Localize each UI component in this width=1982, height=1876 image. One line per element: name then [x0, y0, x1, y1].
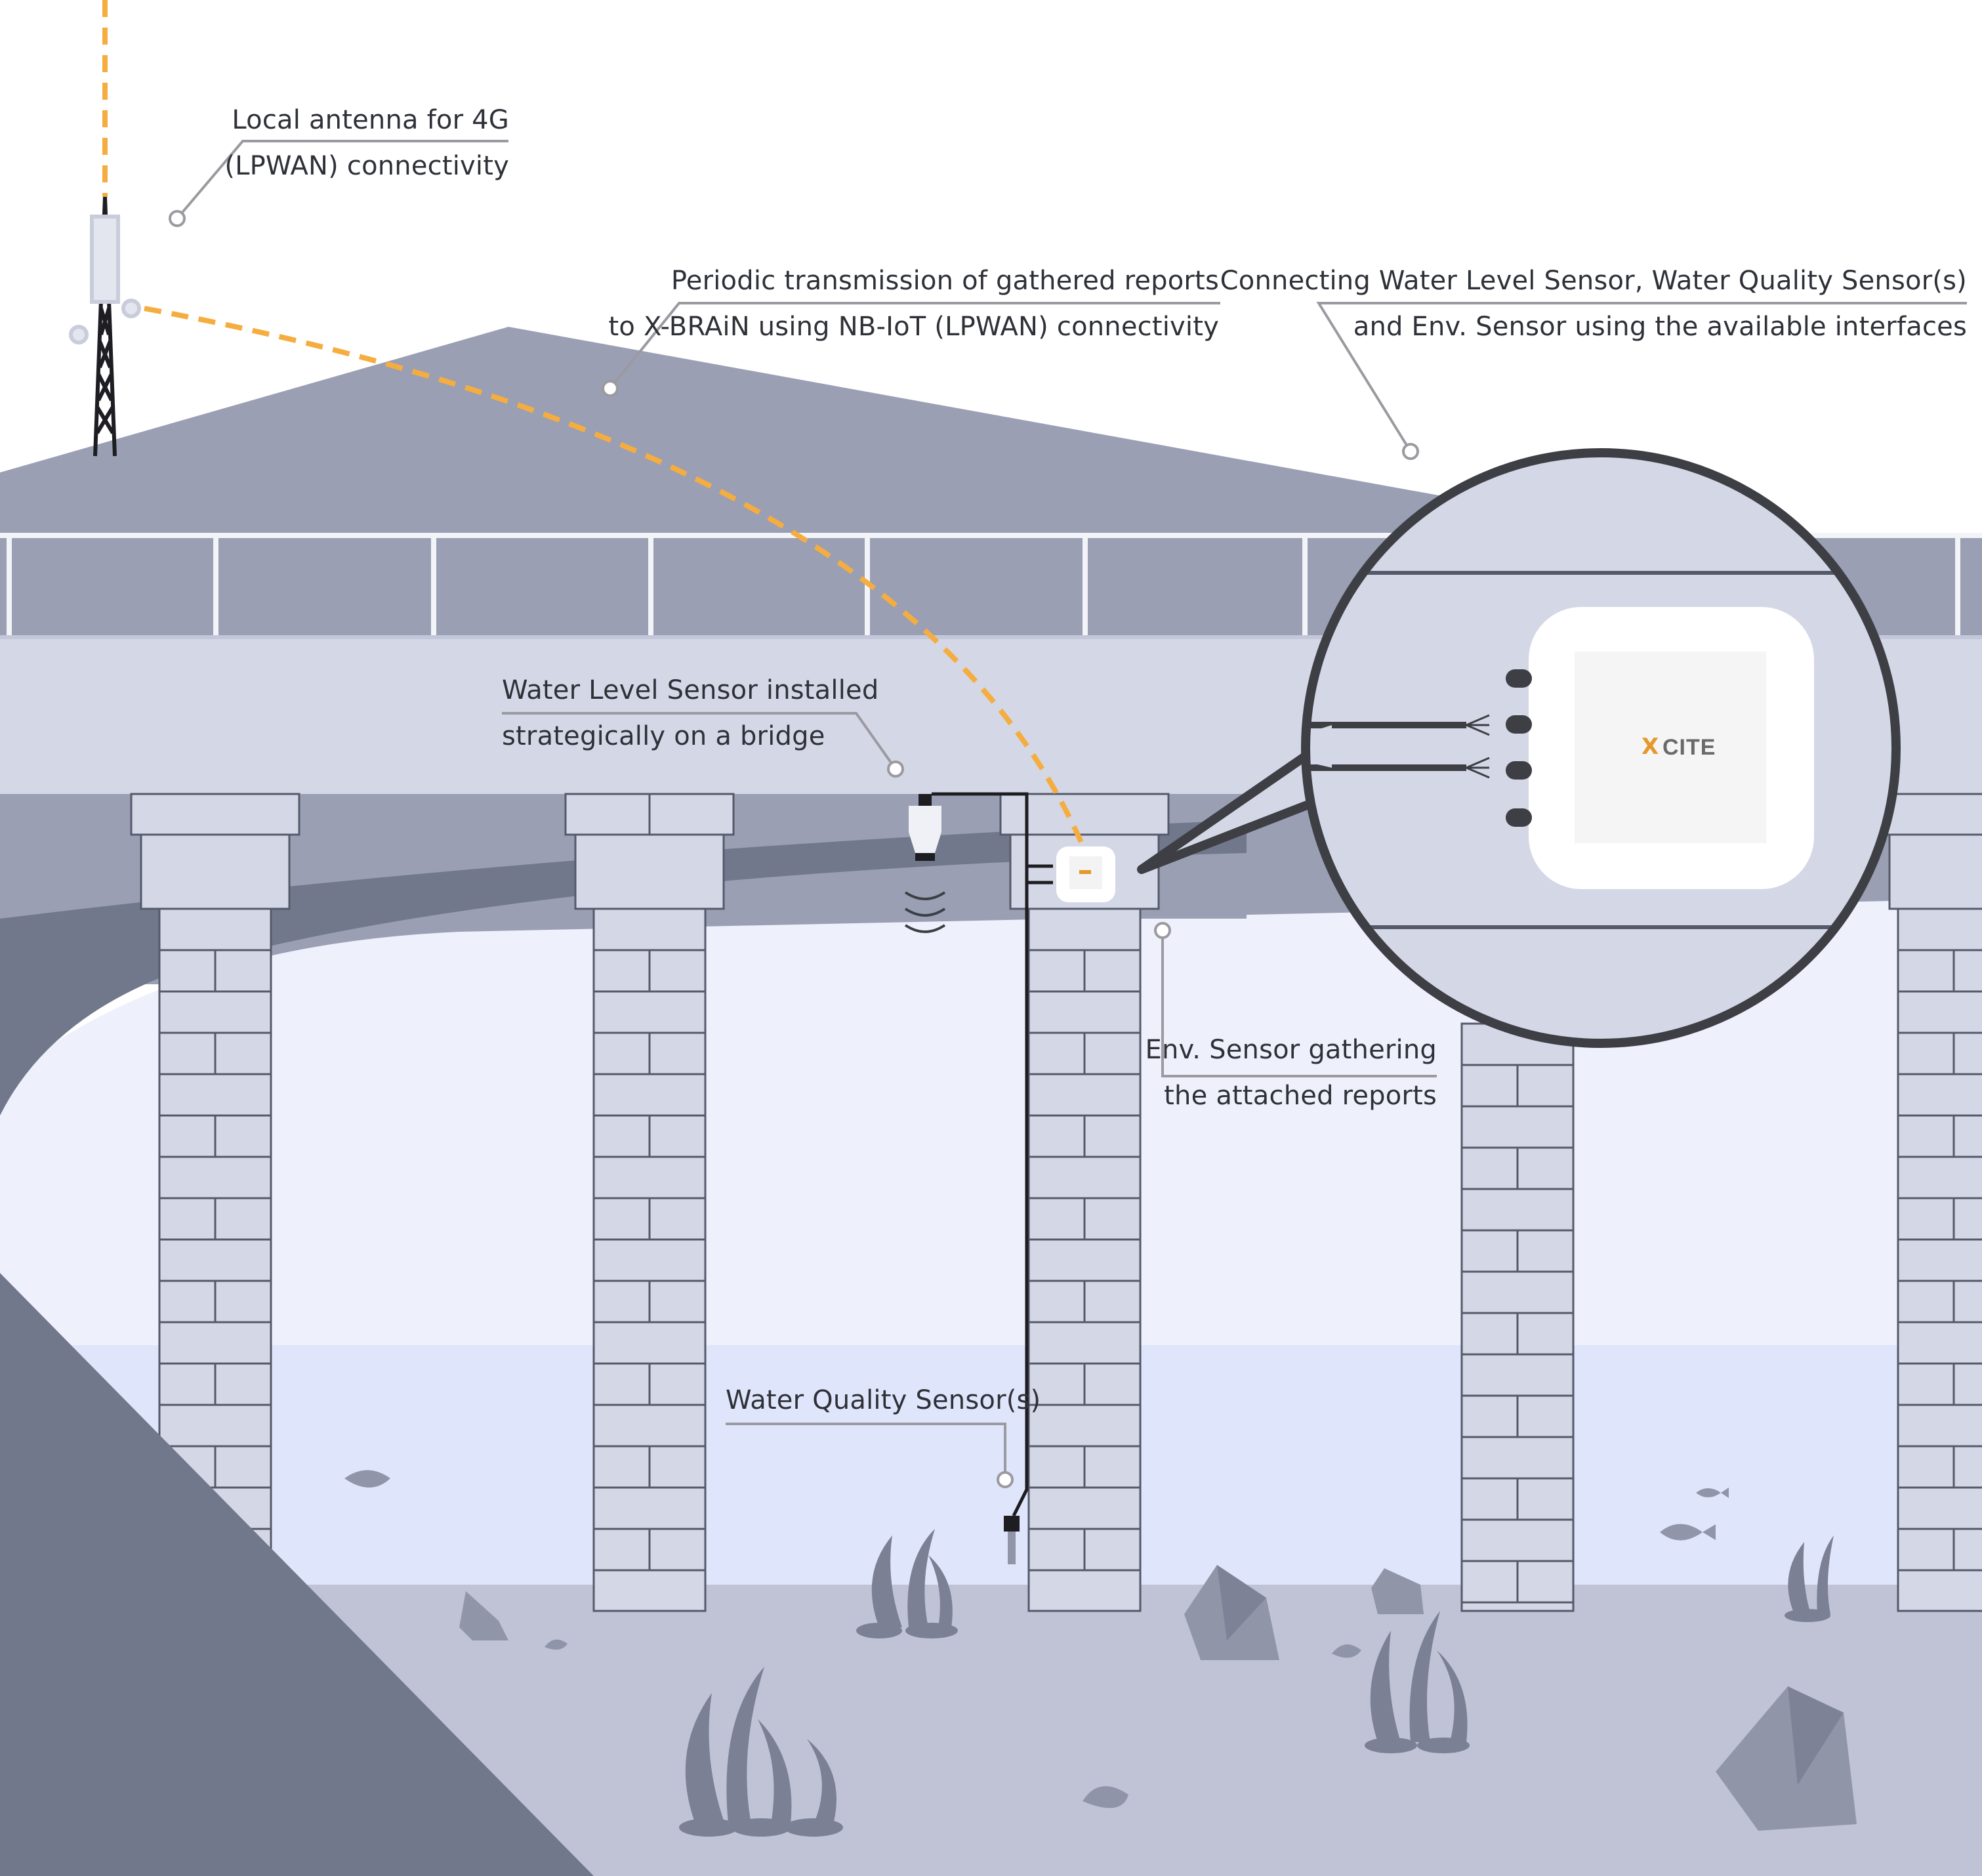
rock-icon [1371, 1568, 1424, 1614]
xcite-logo-mark: X [1641, 734, 1659, 760]
fish-icon [1660, 1524, 1716, 1541]
water-deep [0, 1345, 1982, 1588]
callout-env-sensor [1161, 930, 1437, 1077]
env-sensor-box-icon [1056, 846, 1115, 902]
seaweed-icon [1365, 1611, 1470, 1753]
pillar-neck [574, 833, 725, 910]
pillar-neck [1888, 833, 1982, 910]
fish-icon [331, 1470, 390, 1488]
seabed-decor [331, 1470, 1857, 1837]
env-sensor-label-line1: Env. Sensor gathering [1145, 1035, 1437, 1065]
callout-dots [169, 210, 1419, 1488]
connector-ports [1506, 669, 1532, 827]
pillar-cap [130, 793, 300, 836]
transmission-label-line2: to X-BRAiN using NB-IoT (LPWAN) connecti… [608, 312, 1219, 342]
water-quality-label: Water Quality Sensor(s) [726, 1377, 1041, 1423]
xcite-logo-text: CITE [1662, 735, 1716, 760]
seaweed-icon [679, 1667, 843, 1837]
cell-tower-icon [69, 196, 141, 457]
water-level-label-line1: Water Level Sensor installed [502, 675, 879, 705]
shell-icon [1332, 1644, 1361, 1658]
water-quality-probe-icon [1004, 1516, 1020, 1564]
interfaces-label-line2: and Env. Sensor using the available inte… [1353, 312, 1967, 342]
seaweed-icon [856, 1529, 958, 1638]
fish-icon [1696, 1488, 1729, 1498]
shell-icon [1083, 1786, 1128, 1808]
interface-cables [1306, 714, 1490, 779]
water-quality-label-line1: Water Quality Sensor(s) [726, 1385, 1041, 1415]
transmission-line [102, 0, 1088, 854]
water-level-label: Water Level Sensor installed strategical… [502, 667, 878, 759]
antenna-label: Local antenna for 4G (LPWAN) connectivit… [224, 97, 509, 189]
antenna-label-line1: Local antenna for 4G [232, 105, 509, 135]
bridge-pillars [130, 793, 1982, 1612]
callout-water-quality [726, 1423, 1006, 1480]
interfaces-label-line1: Connecting Water Level Sensor, Water Qua… [1220, 266, 1967, 296]
water-level-label-line2: strategically on a bridge [502, 721, 825, 751]
interfaces-label: Connecting Water Level Sensor, Water Qua… [1220, 258, 1967, 350]
shell-icon [545, 1639, 568, 1650]
pillar-shaft [592, 907, 707, 1612]
water-level-sensor-icon [904, 794, 946, 933]
seaweed-icon [1785, 1535, 1834, 1622]
env-sensor-label: Env. Sensor gathering the attached repor… [1146, 1027, 1437, 1119]
callout-antenna [176, 140, 508, 220]
sensor-cables [932, 792, 1053, 1517]
pillar-neck [140, 833, 291, 910]
callout-lines [176, 140, 1967, 1480]
callout-transmission [609, 302, 1220, 390]
transmission-label: Periodic transmission of gathered report… [609, 258, 1219, 350]
embankment [0, 1273, 594, 1876]
zoom-callout [1137, 448, 1901, 1048]
antenna-label-line2: (LPWAN) connectivity [224, 151, 509, 181]
pillar-shaft [1897, 907, 1982, 1612]
env-sensor-label-line2: the attached reports [1164, 1081, 1437, 1111]
callout-interfaces [1316, 302, 1967, 453]
transmission-label-line1: Periodic transmission of gathered report… [671, 266, 1219, 296]
pillar-shaft [1027, 907, 1142, 1612]
bridge-arch-lower [0, 820, 1247, 1115]
callout-water-level [502, 712, 897, 770]
rock-icon [459, 1591, 508, 1640]
